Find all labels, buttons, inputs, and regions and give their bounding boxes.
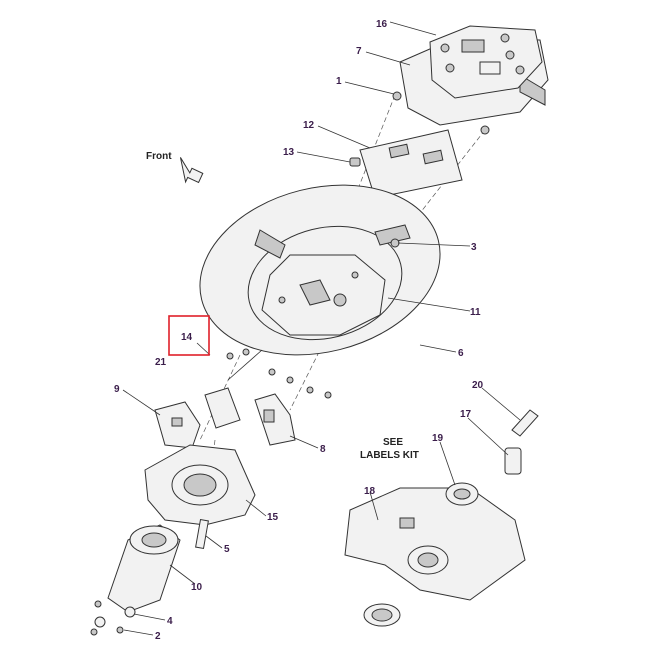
callout-12: 12 (303, 120, 315, 131)
steering-column-part-10 (107, 524, 181, 613)
key-switch-part-17 (504, 447, 522, 475)
labels-note-line-1: SEE (383, 437, 403, 448)
screws-part-2 (90, 600, 124, 636)
front-arrow-icon (179, 157, 204, 184)
callout-16: 16 (376, 19, 388, 30)
callout-10: 10 (191, 582, 203, 593)
ring-part-19 (445, 482, 479, 506)
callout-19: 19 (432, 433, 444, 444)
callout-9: 9 (114, 384, 120, 395)
screw-part-1 (392, 91, 402, 101)
callout-13: 13 (283, 147, 295, 158)
fastener-part-3 (390, 238, 400, 248)
callout-14: 14 (181, 332, 193, 343)
lever-part-8 (254, 393, 296, 446)
callout-21: 21 (155, 357, 167, 368)
callout-15: 15 (267, 512, 279, 523)
bolt-part-5 (195, 518, 209, 550)
screw-part-1b (480, 125, 490, 135)
callout-numbers: 16 7 1 12 13 3 11 6 14 21 9 8 15 5 10 4 … (114, 19, 484, 642)
front-label: Front (146, 151, 172, 162)
switch-part-9 (154, 401, 201, 449)
circuit-board-part-12 (359, 129, 463, 199)
leader-lines (122, 21, 521, 636)
callout-6: 6 (458, 348, 464, 359)
connector-part-13 (349, 157, 361, 167)
hub-housing-part-11 (261, 254, 386, 336)
callout-18: 18 (364, 486, 376, 497)
callout-3: 3 (471, 242, 477, 253)
callout-7: 7 (356, 46, 362, 57)
callout-20: 20 (472, 380, 484, 391)
labels-note-line-2: LABELS KIT (360, 450, 419, 461)
callout-2: 2 (155, 631, 161, 642)
column-cover-part-15 (144, 444, 256, 526)
callout-11: 11 (470, 307, 481, 318)
bracket-part-21 (204, 349, 263, 429)
display-decal-part-16 (429, 25, 543, 99)
callout-4: 4 (167, 616, 173, 627)
washers-part-4 (94, 606, 136, 628)
highlight-box (168, 315, 210, 356)
key-part-20 (511, 409, 539, 437)
callout-1: 1 (336, 76, 342, 87)
callout-5: 5 (224, 544, 230, 555)
bushing (363, 603, 401, 627)
callout-17: 17 (460, 409, 472, 420)
callout-8: 8 (320, 444, 326, 455)
mounting-plate-part-18 (344, 487, 526, 601)
hub-screws (226, 348, 332, 399)
